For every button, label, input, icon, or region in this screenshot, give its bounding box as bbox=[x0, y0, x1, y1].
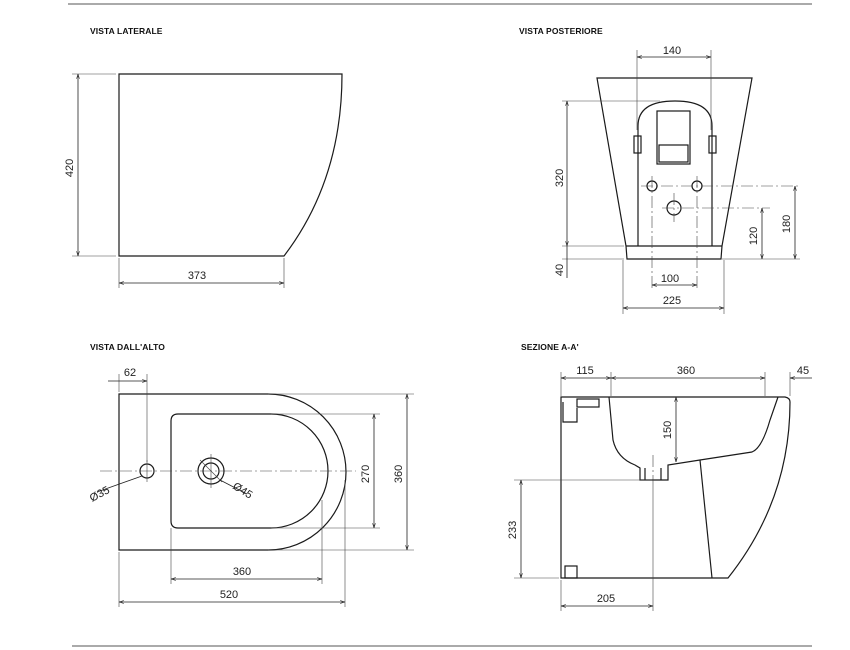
top-drain-hole-label: Ø45 bbox=[230, 480, 254, 501]
rear-base-label: 40 bbox=[554, 264, 566, 276]
top-total-length-label: 520 bbox=[220, 589, 238, 601]
section-outline bbox=[560, 396, 791, 579]
rear-inlet-height-label: 180 bbox=[781, 215, 793, 233]
top-view-bowl bbox=[170, 413, 329, 529]
section-depth-label: 150 bbox=[662, 421, 674, 439]
side-height-label: 420 bbox=[64, 159, 76, 177]
rear-outlet-height-label: 120 bbox=[748, 227, 760, 245]
side-view-title: VISTA LATERALE bbox=[90, 26, 163, 36]
rear-inner-recess bbox=[637, 100, 713, 246]
side-length-label: 373 bbox=[188, 270, 206, 282]
section-length-label: 360 bbox=[677, 365, 695, 377]
rear-base-width-label: 225 bbox=[663, 295, 681, 307]
top-bowl-length-label: 360 bbox=[233, 566, 251, 578]
top-total-width-label: 360 bbox=[393, 465, 405, 483]
rear-hole-spacing-label: 100 bbox=[661, 273, 679, 285]
rear-view: VISTA POSTERIORE 140 320 40 1 bbox=[519, 26, 800, 314]
side-view-outline bbox=[118, 73, 343, 257]
rear-view-title: VISTA POSTERIORE bbox=[519, 26, 603, 36]
section-lip-label: 45 bbox=[797, 365, 809, 377]
rear-height-label: 320 bbox=[554, 169, 566, 187]
top-bowl-width-label: 270 bbox=[360, 465, 372, 483]
section-outlet-height-label: 233 bbox=[507, 521, 519, 539]
top-view-title: VISTA DALL'ALTO bbox=[90, 342, 165, 352]
section-view-title: SEZIONE A-A' bbox=[521, 342, 579, 352]
top-view: VISTA DALL'ALTO Ø35 Ø45 62 270 360 bbox=[88, 342, 414, 607]
rear-view-outline bbox=[596, 77, 753, 260]
top-tap-offset-label: 62 bbox=[124, 367, 136, 379]
rear-top-width-label: 140 bbox=[663, 45, 681, 57]
section-bowl bbox=[608, 396, 779, 481]
section-outlet-distance-label: 205 bbox=[597, 593, 615, 605]
section-rim-label: 115 bbox=[576, 365, 594, 377]
top-tap-hole-label: Ø35 bbox=[88, 484, 112, 504]
top-view-outline bbox=[118, 393, 347, 551]
side-view: VISTA LATERALE 420 373 bbox=[64, 26, 343, 288]
section-view: SEZIONE A-A' 115 360 45 150 233 bbox=[507, 342, 812, 611]
